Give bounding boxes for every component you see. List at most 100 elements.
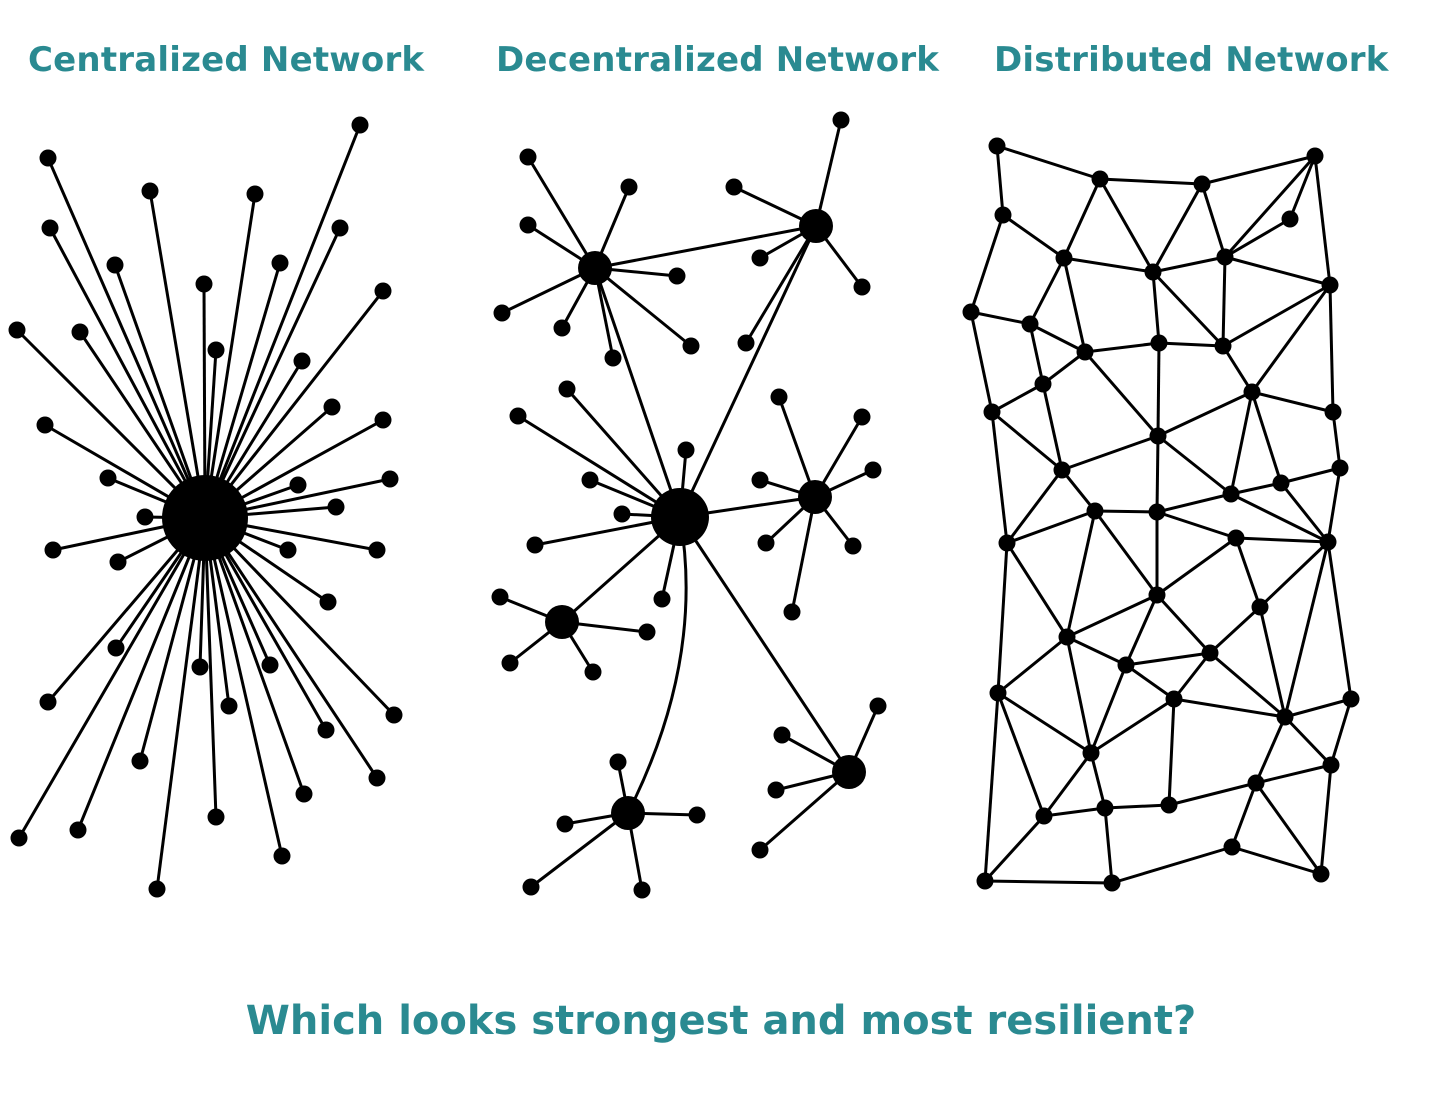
- mesh-node: [1149, 427, 1167, 445]
- edge: [1083, 351, 1160, 437]
- edge: [1284, 697, 1352, 719]
- edge: [1028, 323, 1045, 385]
- edge: [1258, 540, 1330, 609]
- mesh-node: [998, 534, 1016, 552]
- leaf-node: [220, 697, 238, 715]
- leaf-node: [620, 178, 638, 196]
- leaf-node: [317, 721, 335, 739]
- mesh-node: [976, 872, 994, 890]
- edge: [1251, 390, 1334, 414]
- leaf-node: [783, 603, 801, 621]
- edge: [1151, 271, 1161, 344]
- leaf-node: [509, 407, 527, 425]
- edge: [594, 266, 692, 348]
- distributed-network: [962, 137, 1360, 892]
- edge: [1156, 536, 1237, 597]
- leaf-node: [584, 663, 602, 681]
- leaf-node: [609, 753, 627, 771]
- leaf-node: [725, 178, 743, 196]
- edge: [1235, 536, 1329, 544]
- edge: [1065, 636, 1093, 754]
- mesh-node: [988, 137, 1006, 155]
- leaf-node: [767, 781, 785, 799]
- edge: [1326, 467, 1342, 543]
- edge: [1288, 155, 1317, 220]
- edge: [1234, 537, 1262, 608]
- edge: [1151, 183, 1204, 273]
- leaf-node: [368, 769, 386, 787]
- edge: [15, 328, 207, 520]
- mesh-node: [1148, 586, 1166, 604]
- leaf-node: [99, 469, 117, 487]
- leaf-node: [751, 841, 769, 859]
- leaf-node: [141, 182, 159, 200]
- edge: [203, 193, 257, 519]
- edge: [1158, 341, 1224, 348]
- leaf-node: [331, 219, 349, 237]
- edge: [990, 411, 1009, 544]
- edge: [1231, 845, 1322, 876]
- edge: [1223, 155, 1317, 258]
- mesh-node: [1103, 874, 1121, 892]
- leaf-node: [556, 815, 574, 833]
- edge: [1060, 469, 1097, 512]
- mesh-node: [1148, 503, 1166, 521]
- edge: [1062, 257, 1087, 353]
- edge: [1043, 806, 1106, 818]
- leaf-node: [853, 278, 871, 296]
- edge: [995, 145, 1005, 216]
- edge: [1319, 764, 1333, 875]
- edge: [1084, 341, 1160, 354]
- mesh-node: [1324, 403, 1342, 421]
- leaf-node: [191, 658, 209, 676]
- mesh-node: [1306, 147, 1324, 165]
- edge: [1151, 270, 1225, 348]
- edge: [1028, 257, 1066, 325]
- edge: [983, 692, 1000, 882]
- leaf-node: [668, 267, 686, 285]
- mesh-node: [1165, 690, 1183, 708]
- edge: [1230, 782, 1258, 848]
- edge: [969, 311, 994, 413]
- edge: [991, 382, 1044, 414]
- edge: [148, 190, 207, 519]
- leaf-node: [10, 829, 28, 847]
- edge: [984, 879, 1113, 885]
- edge: [969, 214, 1005, 313]
- edge: [1283, 541, 1330, 718]
- edge: [593, 267, 682, 518]
- leaf-node: [273, 847, 291, 865]
- edge: [1328, 284, 1335, 413]
- edge: [996, 542, 1009, 694]
- leaf-node: [374, 282, 392, 300]
- leaf-node: [195, 275, 213, 293]
- mesh-node: [1201, 644, 1219, 662]
- edge: [626, 516, 688, 814]
- hub-node: [545, 605, 579, 639]
- leaf-node: [39, 149, 57, 167]
- leaf-node: [319, 593, 337, 611]
- leaf-node: [351, 116, 369, 134]
- leaf-node: [677, 441, 695, 459]
- leaf-node: [289, 476, 307, 494]
- leaf-node: [261, 656, 279, 674]
- edge: [997, 635, 1068, 695]
- leaf-node: [613, 505, 631, 523]
- edge: [203, 517, 379, 779]
- edge: [1093, 510, 1159, 596]
- mesh-node: [1160, 796, 1178, 814]
- edge: [1229, 391, 1254, 495]
- edge: [1157, 390, 1253, 438]
- mesh-node: [1035, 807, 1053, 825]
- leaf-node: [327, 498, 345, 516]
- mesh-node: [1247, 774, 1265, 792]
- main-hub-node: [651, 488, 709, 546]
- edge: [814, 119, 843, 227]
- leaf-node: [773, 726, 791, 744]
- edge: [1254, 782, 1323, 875]
- edge: [1172, 652, 1212, 700]
- edge: [48, 227, 207, 519]
- leaf-node: [207, 808, 225, 826]
- edge: [759, 770, 850, 852]
- edge: [1258, 606, 1287, 718]
